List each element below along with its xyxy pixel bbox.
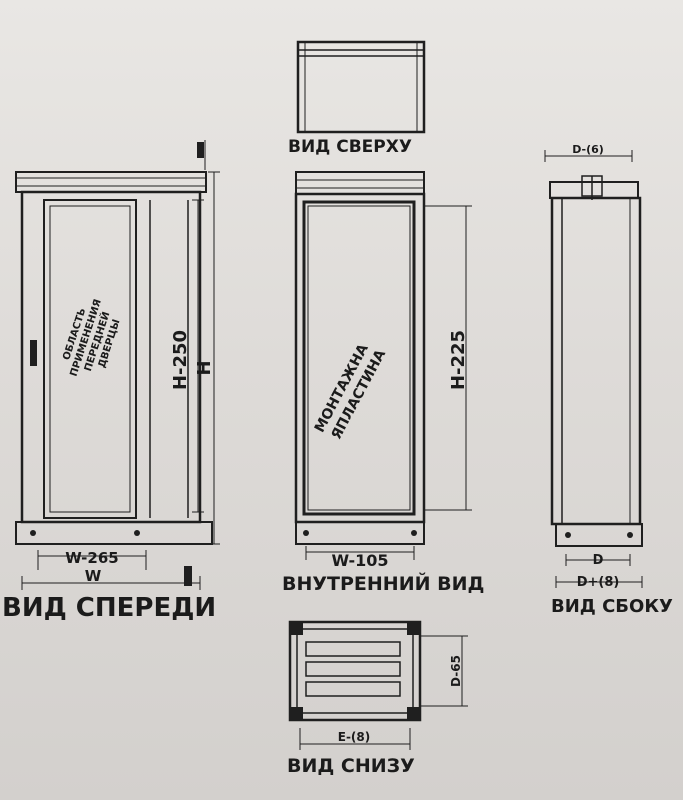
bottom-view-caption: ВИД СНИЗУ <box>287 755 415 777</box>
inner-view-caption: ВНУТРЕННИЙ ВИД <box>282 572 484 595</box>
dim-inner-height: H-250 <box>170 330 191 390</box>
front-view-caption: ВИД СПЕРЕДИ <box>2 593 216 623</box>
svg-text:ОБЛАСТЬ ПРИМЕНЕНИЯ: ОБЛАСТЬ ПРИМЕНЕНИЯ ПЕРЕДНЕЙ ДВЕРЦЫ <box>57 291 128 385</box>
side-view: D-(6) D D+(8) ВИД СБОКУ <box>544 143 673 617</box>
side-view-caption: ВИД СБОКУ <box>551 596 673 617</box>
bottom-view: D-65 E-(8) ВИД СНИЗУ <box>287 620 468 777</box>
dim-inner-width: W-265 <box>65 549 118 567</box>
top-view-caption: ВИД СВЕРХУ <box>288 137 412 157</box>
dim-side-top: D-(6) <box>572 143 604 156</box>
dim-bottom-depth: D-65 <box>449 655 463 687</box>
dim-side-bottom-inner: D <box>593 553 604 568</box>
dim-inner-view-height: H-225 <box>448 330 469 390</box>
dim-width: W <box>85 567 102 585</box>
front-view: ОБЛАСТЬ ПРИМЕНЕНИЯ ПЕРЕДНЕЙ ДВЕРЦЫ H-250… <box>2 140 220 623</box>
dim-side-bottom: D+(8) <box>577 575 620 590</box>
top-view: ВИД СВЕРХУ <box>288 40 426 157</box>
svg-text:МОНТАЖНА ЯПЛАСТИНА: МОНТАЖНА ЯПЛАСТИНА <box>312 337 390 443</box>
dim-height: H <box>194 360 215 375</box>
inner-view: МОНТАЖНА ЯПЛАСТИНА H-225 W-105 ВНУТРЕННИ… <box>282 171 484 595</box>
dim-bottom-width: E-(8) <box>338 730 371 744</box>
dim-inner-view-width: W-105 <box>332 551 389 570</box>
